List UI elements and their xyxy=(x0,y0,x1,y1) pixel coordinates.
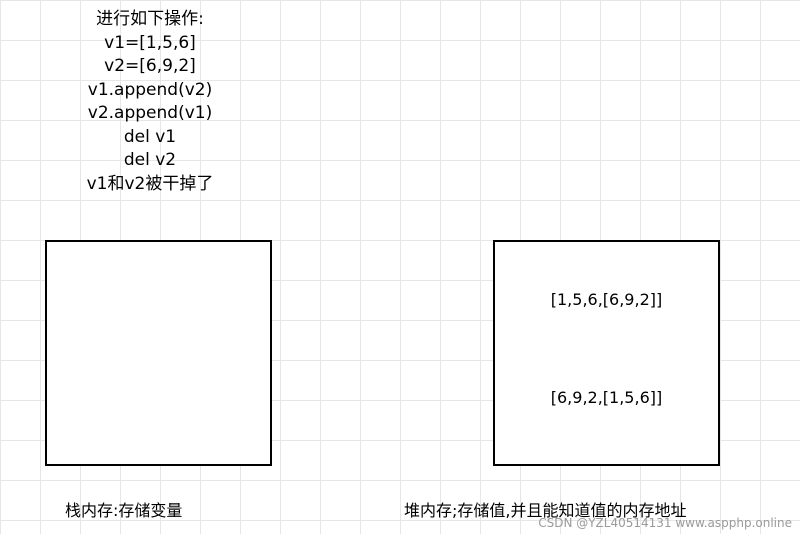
code-line-assign-v1: v1=[1,5,6] xyxy=(104,32,196,53)
code-line-del-v2: del v2 xyxy=(123,150,177,170)
code-line-assign-v2: v2=[6,9,2] xyxy=(104,56,196,76)
operations-text: 进行如下操作: v1=[1,5,6] v2=[6,9,2] v1.append(… xyxy=(40,8,260,196)
heap-memory-caption: 堆内存;存储值,并且能知道值的内存地址 xyxy=(404,501,687,520)
heap-value-v2: [6,9,2,[1,5,6]] xyxy=(550,388,663,407)
watermark: CSDN @YZL40514131 www.aspphp.online xyxy=(538,516,792,530)
code-line-v1-append: v1.append(v2) xyxy=(87,79,213,100)
heap-value-v1: [1,5,6,[6,9,2]] xyxy=(550,290,663,309)
stack-memory-caption: 栈内存:存储变量 xyxy=(65,501,183,520)
operations-conclusion: v1和v2被干掉了 xyxy=(86,173,214,194)
code-line-v2-append: v2.append(v1) xyxy=(87,103,213,123)
operations-heading: 进行如下操作: xyxy=(96,9,204,29)
heap-memory-box: [1,5,6,[6,9,2]] [6,9,2,[1,5,6]] xyxy=(493,240,720,466)
code-line-del-v1: del v1 xyxy=(123,126,177,147)
stack-memory-box xyxy=(45,240,272,466)
